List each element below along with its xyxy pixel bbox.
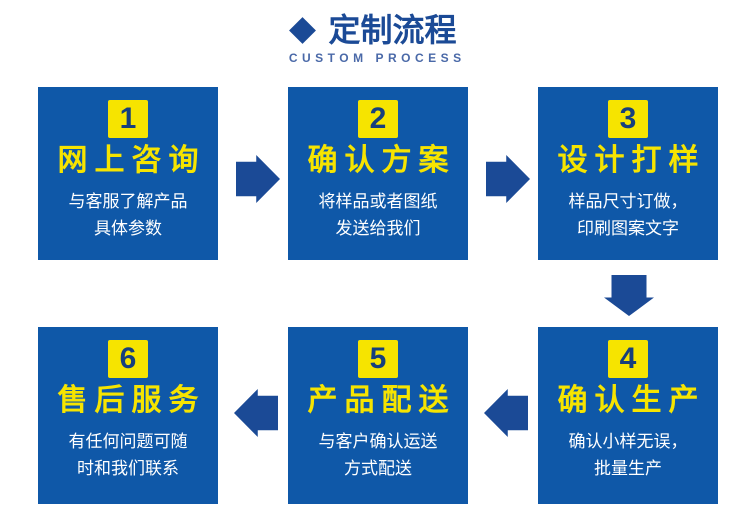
step-number-badge: 3 [608, 100, 648, 138]
arrow-left-icon [484, 389, 528, 437]
step-title: 确认方案 [307, 144, 456, 177]
step-desc-line2: 发送给我们 [335, 219, 421, 238]
step-title: 网上咨询 [57, 144, 206, 177]
step-description: 与客户确认运送 方式配送 [288, 428, 468, 482]
arrow-left-icon [234, 389, 278, 437]
step-title: 设计打样 [557, 144, 706, 177]
step-box-2: 2 确认方案 将样品或者图纸 发送给我们 [288, 87, 468, 260]
step-title: 产品配送 [307, 384, 456, 417]
step-desc-line1: 将样品或者图纸 [318, 192, 438, 211]
step-box-5: 5 产品配送 与客户确认运送 方式配送 [288, 327, 468, 504]
step-title: 售后服务 [57, 384, 206, 417]
step-desc-line2: 方式配送 [344, 459, 412, 478]
page-title: 定制流程 [328, 12, 457, 48]
step-number: 2 [369, 102, 387, 135]
step-description: 样品尺寸订做， 印刷图案文字 [538, 188, 718, 242]
step-box-1: 1 网上咨询 与客服了解产品 具体参数 [38, 87, 218, 260]
step-desc-line1: 确认小样无误， [568, 432, 688, 451]
step-number-badge: 4 [608, 340, 648, 378]
step-description: 确认小样无误， 批量生产 [538, 428, 718, 482]
step-number: 4 [619, 342, 637, 375]
step-description: 与客服了解产品 具体参数 [38, 188, 218, 242]
step-box-4: 4 确认生产 确认小样无误， 批量生产 [538, 327, 718, 504]
step-number: 3 [619, 102, 637, 135]
step-number-badge: 5 [358, 340, 398, 378]
step-description: 将样品或者图纸 发送给我们 [288, 188, 468, 242]
arrow-right-icon [486, 155, 530, 203]
step-number-badge: 6 [108, 340, 148, 378]
step-desc-line2: 批量生产 [594, 459, 662, 478]
step-desc-line2: 印刷图案文字 [577, 219, 679, 238]
header: 定制流程 CUSTOM PROCESS [0, 12, 750, 65]
diamond-icon [289, 16, 317, 44]
step-desc-line1: 样品尺寸订做， [568, 192, 688, 211]
arrow-right-icon [236, 155, 280, 203]
step-box-3: 3 设计打样 样品尺寸订做， 印刷图案文字 [538, 87, 718, 260]
step-title: 确认生产 [557, 384, 706, 417]
step-number: 1 [119, 102, 137, 135]
step-number: 5 [369, 342, 387, 375]
step-description: 有任何问题可随 时和我们联系 [38, 428, 218, 482]
step-number: 6 [119, 342, 137, 375]
step-desc-line2: 具体参数 [94, 219, 162, 238]
step-desc-line1: 与客户确认运送 [318, 432, 438, 451]
step-desc-line1: 与客服了解产品 [68, 192, 188, 211]
step-desc-line1: 有任何问题可随 [68, 432, 188, 451]
step-desc-line2: 时和我们联系 [77, 459, 179, 478]
step-number-badge: 1 [108, 100, 148, 138]
step-number-badge: 2 [358, 100, 398, 138]
step-box-6: 6 售后服务 有任何问题可随 时和我们联系 [38, 327, 218, 504]
page-subtitle: CUSTOM PROCESS [288, 51, 466, 65]
arrow-down-icon [604, 275, 654, 316]
